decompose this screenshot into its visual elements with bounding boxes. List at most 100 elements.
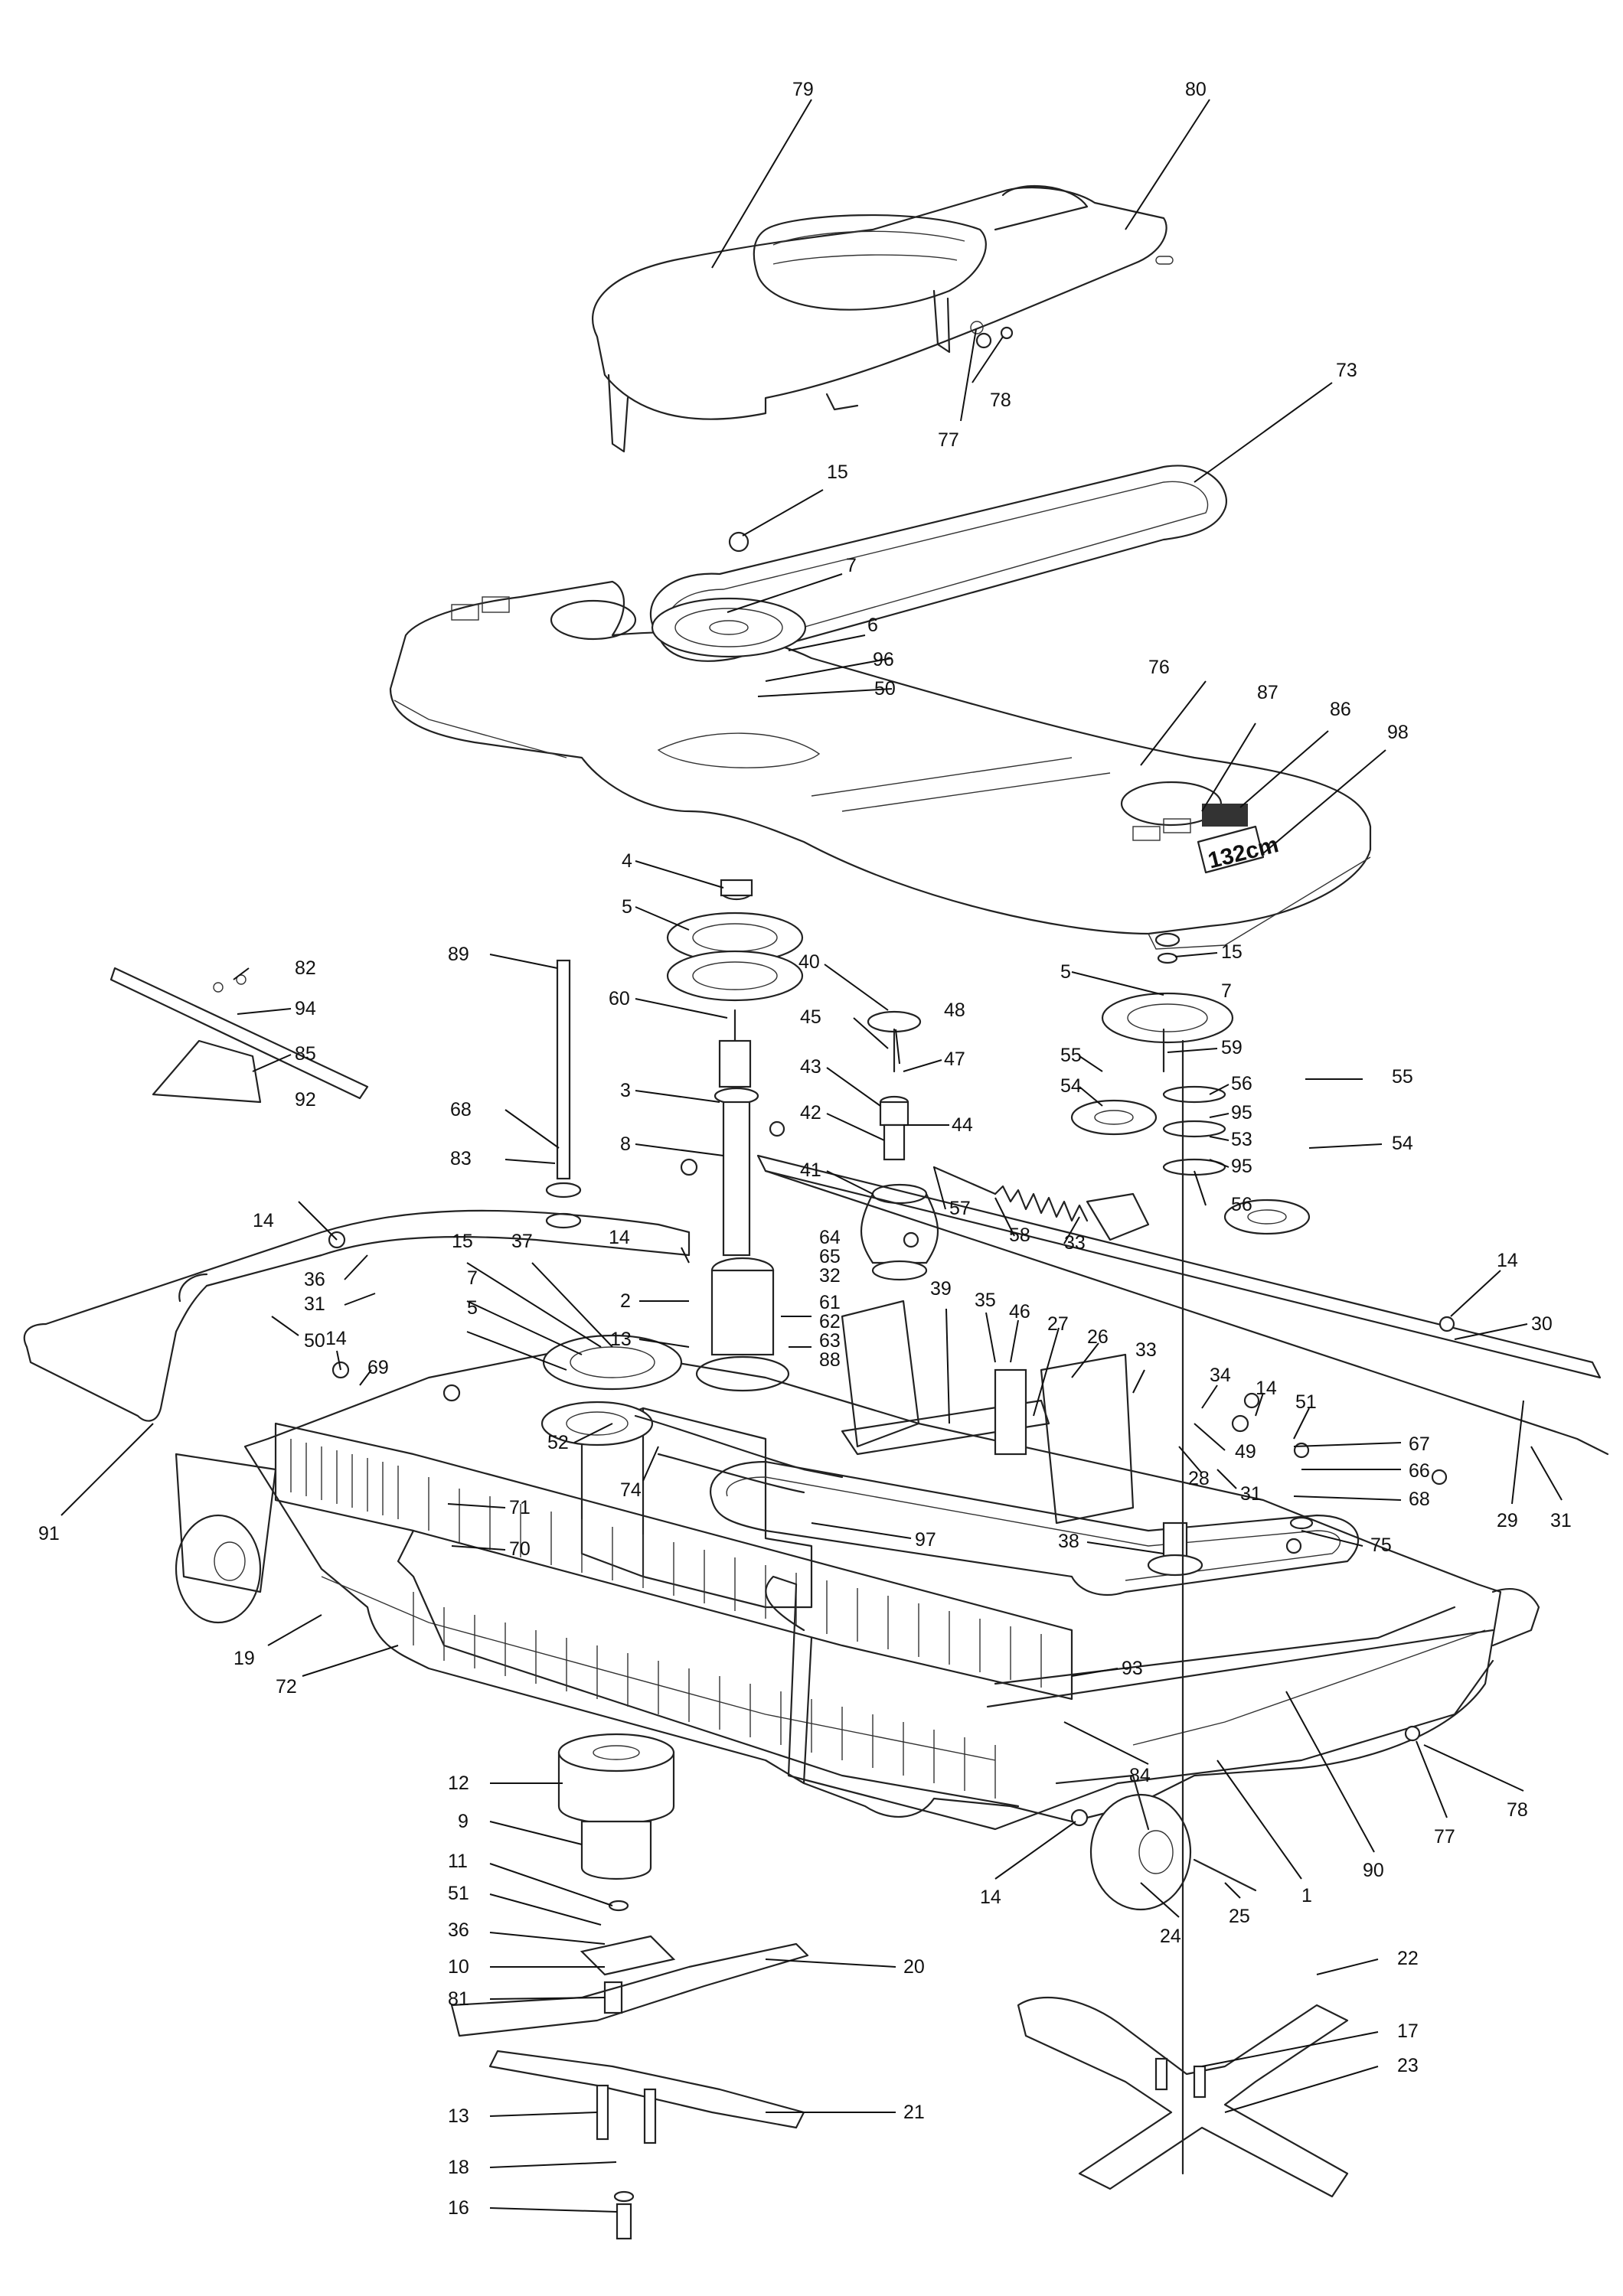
callout-68b: 68 (1409, 1489, 1430, 1510)
deck-belt (710, 1460, 1360, 1596)
callout-8: 8 (620, 1133, 631, 1155)
callout-54b: 54 (1392, 1133, 1413, 1154)
callout-46: 46 (1009, 1301, 1030, 1322)
callout-39: 39 (930, 1278, 952, 1300)
spindle-lower (557, 1733, 676, 2014)
callout-77b: 77 (1434, 1826, 1455, 1848)
callout-61: 61 (819, 1292, 841, 1313)
callout-36b: 36 (448, 1919, 469, 1941)
callout-16: 16 (448, 2197, 469, 2219)
callout-58: 58 (1009, 1225, 1030, 1246)
callout-11: 11 (448, 1851, 468, 1872)
callout-59: 59 (1221, 1037, 1243, 1058)
callout-6: 6 (867, 615, 878, 636)
callout-65: 65 (819, 1246, 841, 1267)
leader-lines (60, 99, 1563, 2213)
callout-40: 40 (798, 951, 820, 973)
pulleys-left (540, 1334, 844, 1494)
callout-31c: 31 (1240, 1483, 1262, 1505)
deck-size-plate: 132cm (1206, 832, 1282, 874)
callout-2: 2 (620, 1290, 631, 1312)
callout-29: 29 (1497, 1510, 1518, 1531)
callout-27: 27 (1047, 1313, 1069, 1335)
callout-4: 4 (622, 850, 632, 872)
callout-14d: 14 (1497, 1250, 1518, 1271)
callout-83: 83 (450, 1148, 472, 1169)
blades-lower-left (450, 1942, 809, 2240)
callout-13: 13 (610, 1329, 632, 1350)
callout-82: 82 (295, 957, 316, 979)
callout-15c: 15 (452, 1231, 473, 1252)
callout-22: 22 (1397, 1948, 1419, 1969)
callout-44: 44 (952, 1114, 973, 1136)
belt-cover-upper (592, 184, 1174, 453)
caster-wheel-left (175, 1453, 277, 1624)
callout-64: 64 (819, 1227, 841, 1248)
callout-38: 38 (1058, 1531, 1079, 1552)
callout-45: 45 (800, 1006, 821, 1028)
callout-labels: 79 80 78 77 73 15 7 6 96 50 76 87 86 98 … (38, 79, 1572, 2219)
callout-57: 57 (949, 1198, 971, 1219)
guide-rail (756, 1154, 1609, 1456)
callout-49: 49 (1235, 1441, 1256, 1463)
callout-33b: 33 (1135, 1339, 1157, 1361)
tension-spring-upper (932, 1166, 1150, 1241)
callout-84: 84 (1129, 1765, 1151, 1786)
callout-48: 48 (944, 1000, 965, 1021)
callout-62: 62 (819, 1311, 841, 1332)
callout-47: 47 (944, 1049, 965, 1070)
callout-31b: 31 (1550, 1510, 1572, 1531)
callout-68: 68 (450, 1099, 472, 1120)
callout-14: 14 (253, 1210, 274, 1231)
callout-19: 19 (233, 1648, 255, 1669)
callout-74: 74 (620, 1479, 642, 1501)
callout-33: 33 (1064, 1232, 1086, 1254)
callout-72: 72 (276, 1676, 297, 1698)
callout-71: 71 (509, 1497, 531, 1518)
callout-15-right: 15 (1221, 941, 1243, 963)
pulley-right (1070, 932, 1311, 1235)
callout-93: 93 (1122, 1658, 1143, 1679)
callout-79: 79 (792, 79, 814, 100)
blade-with-deflector (109, 967, 369, 1104)
callout-9: 9 (458, 1811, 469, 1832)
callout-26: 26 (1087, 1326, 1109, 1348)
callout-98: 98 (1387, 722, 1409, 743)
pulley-stack-center (651, 597, 807, 1392)
callout-73: 73 (1336, 360, 1357, 381)
callout-5-right: 5 (1060, 961, 1071, 983)
callout-56b: 56 (1231, 1194, 1252, 1215)
callout-36: 36 (304, 1269, 325, 1290)
callout-86: 86 (1330, 699, 1351, 720)
callout-7: 7 (846, 555, 857, 576)
callout-89: 89 (448, 944, 469, 965)
idler-stack (860, 1010, 939, 1281)
shaft-89 (545, 959, 582, 1229)
callout-55b: 55 (1392, 1066, 1413, 1088)
baffle-chains (274, 1422, 1073, 1808)
callout-20: 20 (903, 1956, 925, 1978)
callout-91: 91 (38, 1523, 60, 1544)
callout-54: 54 (1060, 1075, 1082, 1097)
callout-77: 77 (938, 429, 959, 451)
callout-51: 51 (1295, 1391, 1317, 1413)
callout-75: 75 (1370, 1534, 1392, 1556)
callout-90: 90 (1363, 1860, 1384, 1881)
callout-43: 43 (800, 1056, 821, 1078)
deck-cover: 132cm (389, 580, 1372, 950)
callout-37: 37 (511, 1231, 533, 1252)
callout-81: 81 (448, 1988, 469, 2010)
callout-50: 50 (874, 678, 896, 700)
callout-66: 66 (1409, 1460, 1430, 1482)
callout-35: 35 (975, 1290, 996, 1311)
callout-18: 18 (448, 2157, 469, 2178)
callout-21: 21 (903, 2102, 925, 2123)
callout-14e: 14 (325, 1328, 347, 1349)
guard-rod (765, 1575, 1494, 1831)
callout-92: 92 (295, 1089, 316, 1110)
callout-17: 17 (1397, 2020, 1419, 2042)
callout-12: 12 (448, 1773, 469, 1794)
callout-34: 34 (1210, 1365, 1231, 1386)
callout-80: 80 (1185, 79, 1207, 100)
callout-5: 5 (622, 896, 632, 918)
